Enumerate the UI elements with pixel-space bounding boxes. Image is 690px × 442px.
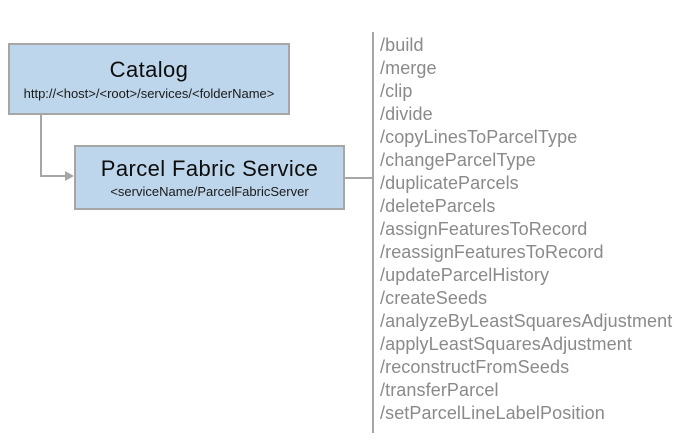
endpoint-item: /assignFeaturesToRecord xyxy=(380,219,588,239)
endpoint-item: /clip xyxy=(380,81,413,101)
catalog-url: http://<host>/<root>/services/<folderNam… xyxy=(23,85,275,101)
endpoints-list: /build/merge/clip/divide/copyLinesToParc… xyxy=(380,34,672,425)
endpoints-divider-line xyxy=(372,32,374,433)
parcel-fabric-service-node: Parcel Fabric Service <serviceName/Parce… xyxy=(74,145,345,210)
endpoint-item: /copyLinesToParcelType xyxy=(380,127,578,147)
catalog-node: Catalog http://<host>/<root>/services/<f… xyxy=(8,43,290,115)
connector-arrowhead-icon xyxy=(65,171,74,181)
endpoint-item: /divide xyxy=(380,104,433,124)
endpoint-item: /setParcelLineLabelPosition xyxy=(380,403,605,423)
endpoint-item: /reconstructFromSeeds xyxy=(380,357,570,377)
catalog-to-service-connector-horizontal xyxy=(40,175,66,177)
endpoint-item: /createSeeds xyxy=(380,288,488,308)
service-title: Parcel Fabric Service xyxy=(100,155,319,181)
endpoint-item: /updateParcelHistory xyxy=(380,265,550,285)
catalog-to-service-connector-vertical xyxy=(40,115,42,177)
endpoint-item: /analyzeByLeastSquaresAdjustment xyxy=(380,311,673,331)
endpoint-item: /applyLeastSquaresAdjustment xyxy=(380,334,632,354)
service-url: <serviceName/ParcelFabricServer xyxy=(110,184,309,200)
endpoint-item: /duplicateParcels xyxy=(380,173,519,193)
endpoint-item: /transferParcel xyxy=(380,380,499,400)
catalog-title: Catalog xyxy=(109,57,189,83)
endpoint-item: /merge xyxy=(380,58,437,78)
endpoint-item: /changeParcelType xyxy=(380,150,536,170)
endpoint-item: /reassignFeaturesToRecord xyxy=(380,242,604,262)
endpoint-item: /deleteParcels xyxy=(380,196,496,216)
endpoint-item: /build xyxy=(380,35,424,55)
service-to-endpoints-connector xyxy=(344,177,372,179)
